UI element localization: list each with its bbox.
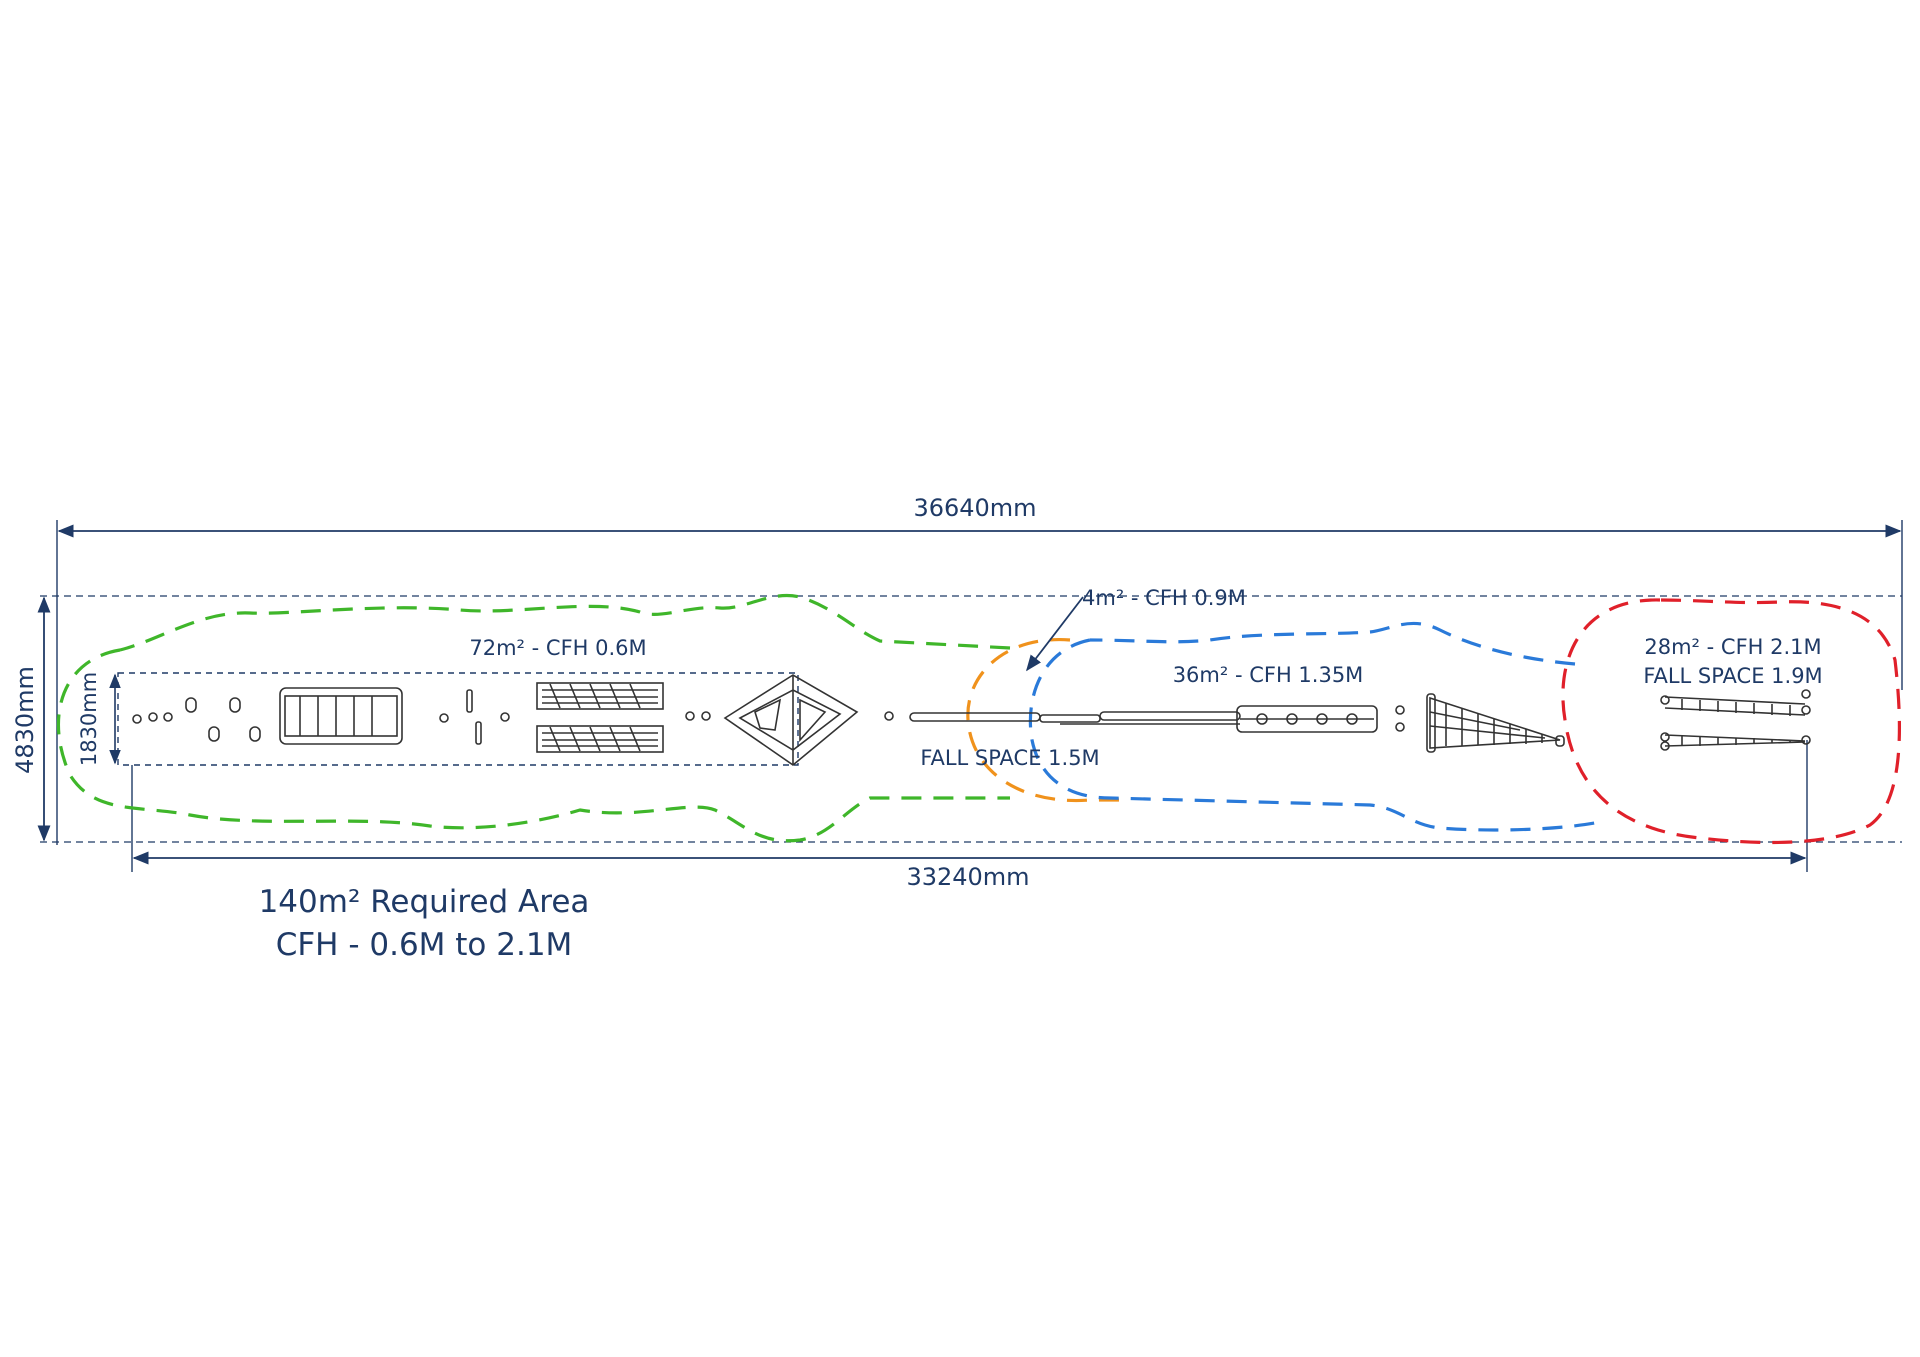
required-area-line1: 140m² Required Area [259, 884, 590, 920]
outer-boundary [40, 595, 1902, 843]
orange-zone-label: 4m² - CFH 0.9M [1082, 586, 1246, 610]
monkey-bars-equipment [1660, 689, 1811, 751]
balance-beam-equipment [909, 711, 1241, 725]
overall-length-label: 36640mm [913, 494, 1036, 522]
overall-width-dimension: 4830mm [11, 596, 51, 842]
inner-length-label: 33240mm [906, 863, 1029, 891]
overall-length-dimension: 36640mm [56, 494, 1903, 845]
inner-width-label: 1830mm [77, 672, 101, 766]
stepping-posts-equipment [132, 697, 261, 742]
pyramid-frame-equipment [723, 674, 894, 767]
inner-length-dimension: 33240mm [131, 740, 1808, 891]
required-area-line2: CFH - 0.6M to 2.1M [276, 927, 573, 963]
inner-footprint-box: 1830mm [77, 672, 799, 766]
orange-fall-zone [966, 638, 1125, 803]
net-panels-equipment [536, 682, 711, 753]
green-zone-label: 72m² - CFH 0.6M [469, 636, 646, 660]
overall-width-label: 4830mm [11, 666, 39, 774]
orange-fall-space-label: FALL SPACE 1.5M [920, 746, 1099, 770]
balance-posts-equipment [466, 689, 510, 745]
red-zone-label-line2: FALL SPACE 1.9M [1643, 664, 1822, 688]
blue-fall-zone [1028, 621, 1601, 832]
log-ladder-equipment [1236, 705, 1405, 733]
red-zone-label-line1: 28m² - CFH 2.1M [1644, 635, 1821, 659]
log-bridge-equipment [279, 687, 449, 745]
blue-zone-label: 36m² - CFH 1.35M [1173, 663, 1364, 687]
cargo-net-ramp-equipment [1426, 693, 1565, 753]
orange-zone-leader-arrow [1026, 596, 1084, 672]
red-fall-zone [1561, 598, 1902, 845]
green-fall-zone [56, 594, 1011, 843]
